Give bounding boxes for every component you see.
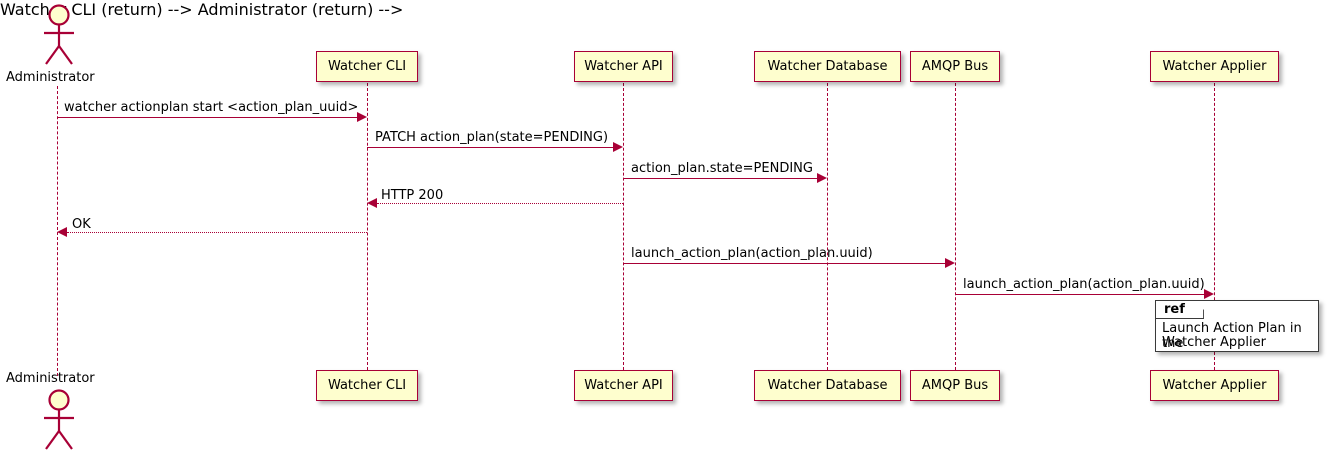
message-line-7 (955, 294, 1204, 295)
message-label-6: launch_action_plan(action_plan.uuid) (631, 246, 873, 261)
message-line-1 (57, 117, 357, 118)
message-line-4 (377, 203, 623, 204)
ref-frame-body-line-1: Launch Action Plan in the (1162, 321, 1302, 351)
participant-box-watcher-cli-bottom[interactable]: Watcher CLI (316, 370, 418, 401)
participant-label: Watcher API (584, 59, 663, 74)
arrow-head-2 (613, 142, 623, 152)
participant-box-watcher-api-top[interactable]: Watcher API (574, 51, 673, 82)
actor-administrator-top (36, 2, 82, 72)
ref-frame-tab-label: ref (1156, 301, 1204, 319)
participant-box-watcher-cli-top[interactable]: Watcher CLI (316, 51, 418, 82)
participant-label: Watcher Database (767, 378, 888, 393)
participant-box-amqp-bus-bottom[interactable]: AMQP Bus (910, 370, 1000, 401)
stick-figure-icon (44, 4, 74, 65)
arrow-head-5 (57, 227, 67, 237)
participant-label: AMQP Bus (921, 59, 989, 74)
participant-label: AMQP Bus (921, 378, 989, 393)
actor-administrator-bottom (36, 386, 82, 456)
message-label-4: HTTP 200 (381, 188, 444, 203)
ref-frame-body-line-2: Watcher Applier (1162, 335, 1266, 350)
actor-label-administrator-bottom: Administrator (6, 371, 95, 386)
lifeline-amqp-bus (955, 83, 956, 370)
message-label-5: OK (72, 217, 91, 232)
arrow-head-4 (367, 198, 377, 208)
participant-label: Watcher CLI (327, 378, 407, 393)
participant-label: Watcher Applier (1162, 378, 1267, 393)
participant-box-watcher-applier-bottom[interactable]: Watcher Applier (1150, 370, 1279, 401)
participant-box-watcher-database-top[interactable]: Watcher Database (754, 51, 901, 82)
ref-frame[interactable]: ref Launch Action Plan in the Watcher Ap… (1155, 300, 1319, 352)
lifeline-watcher-applier (1214, 83, 1215, 370)
message-line-3 (623, 178, 817, 179)
actor-label-administrator-top: Administrator (6, 70, 95, 85)
message-line-5 (67, 232, 367, 233)
stick-figure-icon (44, 389, 74, 450)
arrow-head-3 (817, 173, 827, 183)
arrow-head-1 (357, 112, 367, 122)
arrow-head-7 (1204, 289, 1214, 299)
participant-label: Watcher Database (767, 59, 888, 74)
arrow-head-6 (945, 258, 955, 268)
message-label-1: watcher actionplan start <action_plan_uu… (64, 100, 359, 115)
lifeline-watcher-database (827, 83, 828, 370)
participant-label: Watcher Applier (1162, 59, 1267, 74)
participant-box-watcher-database-bottom[interactable]: Watcher Database (754, 370, 901, 401)
participant-label: Watcher API (584, 378, 663, 393)
message-label-3: action_plan.state=PENDING (631, 161, 813, 176)
message-line-2 (367, 147, 613, 148)
message-label-7: launch_action_plan(action_plan.uuid) (963, 277, 1205, 292)
message-line-6 (623, 263, 945, 264)
lifeline-watcher-cli (367, 83, 368, 370)
participant-label: Watcher CLI (327, 59, 407, 74)
participant-box-watcher-api-bottom[interactable]: Watcher API (574, 370, 673, 401)
message-label-2: PATCH action_plan(state=PENDING) (375, 130, 609, 145)
participant-box-amqp-bus-top[interactable]: AMQP Bus (910, 51, 1000, 82)
participant-box-watcher-applier-top[interactable]: Watcher Applier (1150, 51, 1279, 82)
lifeline-watcher-api (623, 83, 624, 370)
